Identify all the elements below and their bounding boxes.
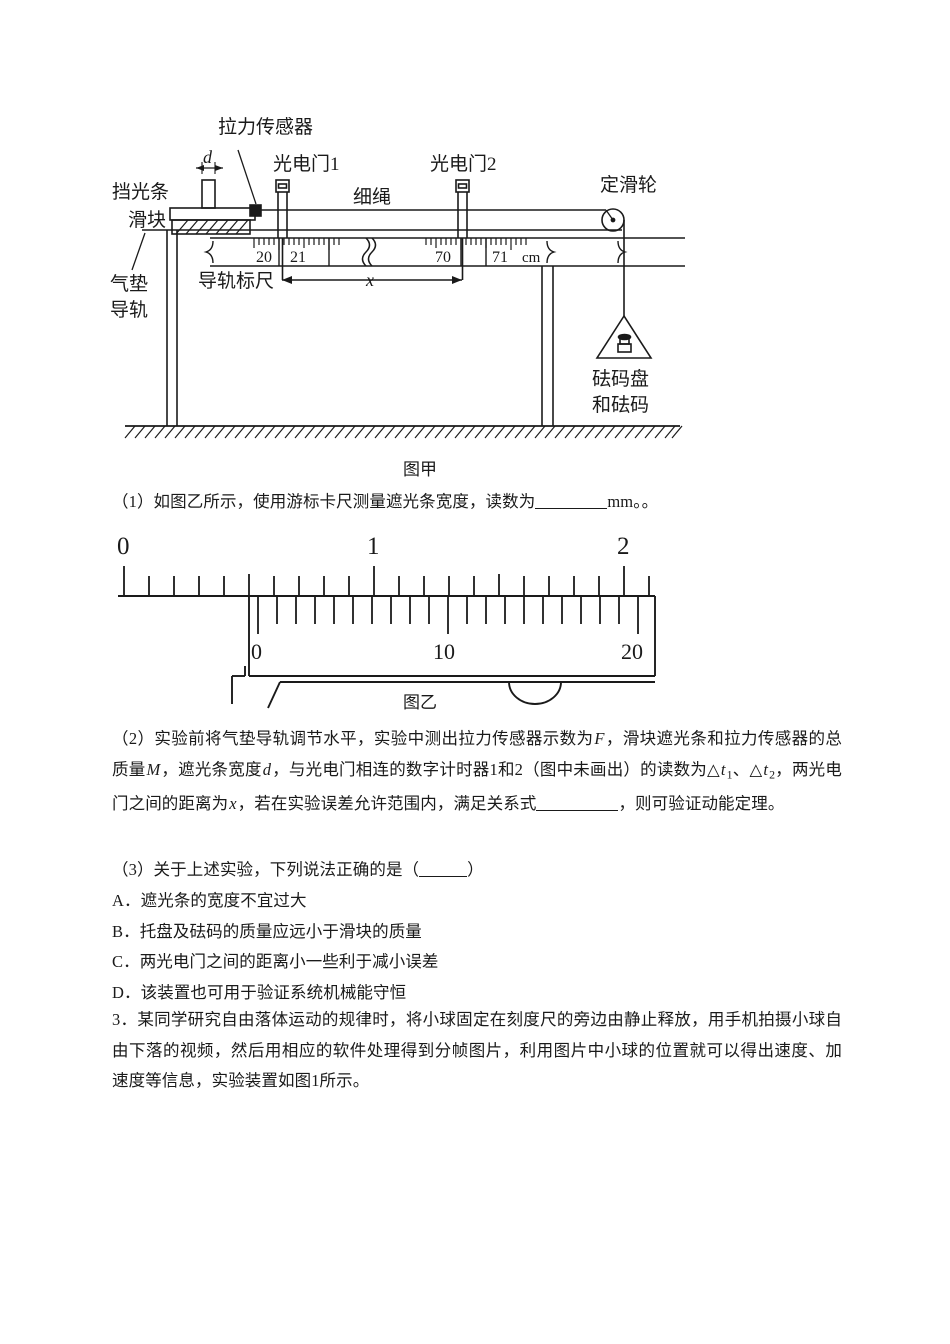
question-2: （2）实验前将气垫导轨调节水平，实验中测出拉力传感器示数为F，滑块遮光条和拉力传…	[112, 724, 842, 820]
label-light-barrier: 挡光条	[112, 181, 169, 203]
label-slider: 滑块	[128, 209, 166, 231]
q2-text-part4: ，与光电门相连的数字计时器1和2（图中未画出）的读数为△	[272, 759, 720, 779]
question-3-stem: （3）关于上述实验，下列说法正确的是（ ）	[112, 855, 842, 886]
ruler-mark-21: 21	[290, 249, 306, 266]
caliper-vernier-label-0: 0	[251, 639, 262, 664]
label-air-track-line2: 导轨	[110, 299, 148, 321]
q3-answer-blank[interactable]	[419, 861, 468, 877]
label-photogate-1: 光电门1	[273, 153, 340, 175]
ruler-mark-70: 70	[435, 249, 451, 266]
q2-symbol-F: F	[594, 729, 605, 748]
figure-yi-caption: 图乙	[403, 693, 437, 712]
q1-answer-blank[interactable]	[535, 493, 608, 509]
figure-jia-caption: 图甲	[403, 460, 437, 479]
label-photogate-2: 光电门2	[430, 153, 497, 175]
label-track-ruler: 导轨标尺	[198, 270, 274, 292]
q2-symbol-x: x	[229, 794, 237, 814]
label-x-symbol: x	[365, 270, 374, 290]
q2-text-part1: （2）实验前将气垫导轨调节水平，实验中测出拉力传感器示数为	[112, 729, 594, 748]
q2-symbol-t2: t	[763, 759, 769, 779]
label-air-track-line1: 气垫	[110, 273, 148, 295]
q2-answer-blank-wrap[interactable]	[608, 795, 619, 812]
label-force-sensor: 拉力传感器	[218, 116, 313, 138]
q2-symbol-M: M	[146, 759, 161, 779]
q1-unit: mm。。	[607, 492, 659, 511]
label-string: 细绳	[353, 186, 391, 208]
question-1: （1）如图乙所示，使用游标卡尺测量遮光条宽度，读数为 mm。。	[112, 487, 842, 518]
label-d-symbol: d	[203, 147, 213, 167]
label-pulley: 定滑轮	[600, 174, 657, 196]
option-c[interactable]: C．两光电门之间的距离小一些利于减小误差	[112, 952, 439, 971]
caliper-vernier-label-20: 20	[621, 639, 643, 664]
q2-text-part8: ，则可验证动能定理。	[618, 794, 785, 814]
q3-stem-end: ）	[467, 860, 484, 879]
q2-text-part2: ，滑块遮光条和拉力传感器的总质量	[112, 729, 842, 779]
caliper-main-label-2: 2	[617, 533, 630, 560]
q1-text: （1）如图乙所示，使用游标卡尺测量遮光条宽度，读数为	[112, 492, 536, 511]
option-d[interactable]: D．该装置也可用于验证系统机械能守恒	[112, 982, 407, 1002]
question-next-problem: 3．某同学研究自由落体运动的规律时，将小球固定在刻度尺的旁边由静止释放，用手机拍…	[112, 1010, 842, 1090]
ruler-mark-cm: cm	[522, 250, 541, 266]
option-b[interactable]: B．托盘及砝码的质量应远小于滑块的质量	[112, 921, 422, 941]
option-a[interactable]: A．遮光条的宽度不宜过大	[112, 891, 307, 910]
label-weight-pan-line1: 砝码盘	[592, 368, 649, 390]
figure-vernier-caliper: 0 1 2 0 10 20	[110, 516, 730, 731]
q2-symbol-t1: t	[720, 759, 726, 779]
question-3-options: A．遮光条的宽度不宜过大 B．托盘及砝码的质量应远小于滑块的质量 C．两光电门之…	[112, 886, 842, 1008]
q2-text-part5: 、△	[732, 759, 763, 779]
q2-symbol-d: d	[262, 759, 272, 779]
caliper-vernier-label-10: 10	[433, 639, 455, 664]
q2-text-part6: ，两光电门之间的距离为	[112, 759, 843, 814]
ruler-mark-71: 71	[492, 249, 508, 266]
caliper-main-label-1: 1	[367, 533, 380, 560]
ruler-mark-20: 20	[256, 249, 272, 266]
q2-symbol-t2-sub: 2	[769, 766, 776, 781]
q2-symbol-t1-sub: 1	[726, 766, 733, 781]
label-weight-pan-line2: 和砝码	[592, 394, 649, 416]
caliper-main-label-0: 0	[117, 533, 130, 560]
q2-answer-blank[interactable]	[536, 795, 609, 812]
q2-text-part3: ，遮光条宽度	[161, 759, 262, 779]
q3-stem-text: （3）关于上述实验，下列说法正确的是（	[112, 860, 420, 879]
figure-air-track-apparatus: 拉力传感器 d 光电门1 光电门2 细绳 定滑轮 挡光条 滑块 气垫 导轨 导轨…	[110, 108, 730, 478]
q2-text-part7: ，若在实验误差允许范围内，满足关系式	[237, 794, 537, 814]
